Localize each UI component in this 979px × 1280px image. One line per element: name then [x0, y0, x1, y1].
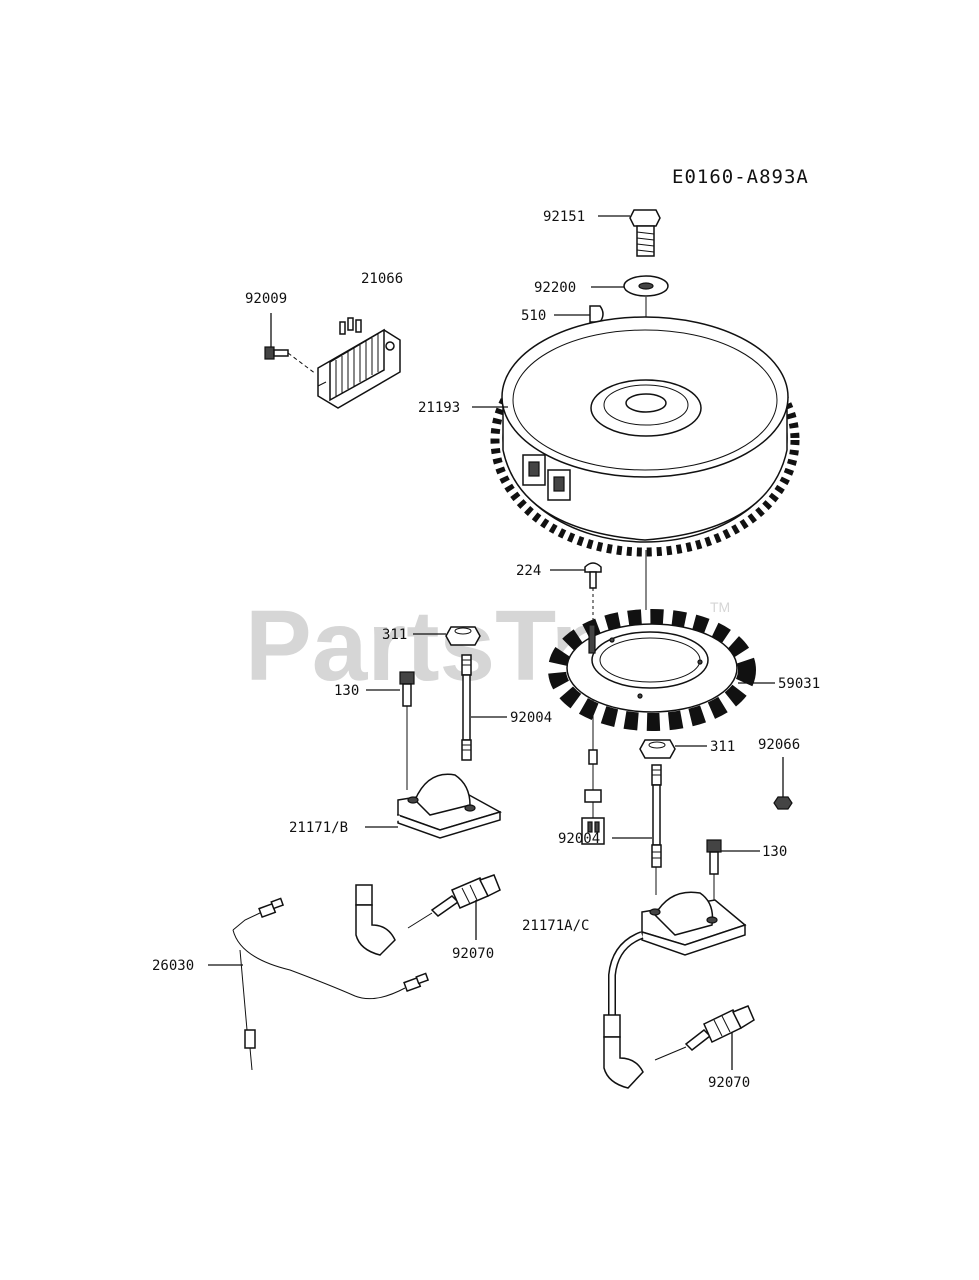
label-59031: 59031	[778, 676, 820, 692]
key-510[interactable]	[589, 305, 604, 323]
nut-311-right[interactable]	[639, 739, 676, 759]
label-21171-ac: 21171A/C	[522, 918, 589, 934]
wire-lead-26030[interactable]	[232, 897, 430, 1071]
label-311-right: 311	[710, 739, 735, 755]
spark-plug-92070-left[interactable]	[430, 874, 501, 917]
label-130-left: 130	[334, 683, 359, 699]
washer-92200[interactable]	[623, 275, 669, 297]
diagram-code: E0160-A893A	[672, 166, 809, 188]
spark-plug-92070-right[interactable]	[684, 1005, 755, 1051]
watermark-tm: TM	[710, 599, 730, 615]
label-92070-right: 92070	[708, 1075, 750, 1091]
screw-92009[interactable]	[264, 346, 289, 360]
screw-224[interactable]	[584, 562, 602, 589]
label-92200: 92200	[534, 280, 576, 296]
ignition-coil-21171-b[interactable]	[355, 773, 502, 956]
label-92004-right: 92004	[558, 831, 600, 847]
ignition-coil-21171-ac[interactable]	[603, 891, 747, 1089]
label-92151: 92151	[543, 209, 585, 225]
bolt-92151[interactable]	[629, 209, 661, 257]
label-92066: 92066	[758, 737, 800, 753]
flywheel-21193[interactable]	[490, 316, 800, 557]
label-21171-b: 21171/B	[289, 820, 348, 836]
regulator-21066[interactable]	[317, 317, 401, 409]
stud-92004-right[interactable]	[651, 764, 662, 868]
bolt-130-left[interactable]	[399, 671, 415, 707]
label-92070-left: 92070	[452, 946, 494, 962]
label-26030: 26030	[152, 958, 194, 974]
label-21193: 21193	[418, 400, 460, 416]
label-92009: 92009	[245, 291, 287, 307]
bolt-130-right[interactable]	[706, 839, 722, 875]
label-21066: 21066	[361, 271, 403, 287]
label-224: 224	[516, 563, 541, 579]
stator-59031[interactable]	[548, 609, 756, 731]
stud-92004-left[interactable]	[461, 654, 472, 761]
label-510: 510	[521, 308, 546, 324]
stator-connector	[581, 700, 605, 845]
label-92004-left: 92004	[510, 710, 552, 726]
label-130-right: 130	[762, 844, 787, 860]
nut-311-left[interactable]	[445, 626, 481, 646]
nut-92066[interactable]	[773, 796, 793, 810]
label-311-left: 311	[382, 627, 407, 643]
